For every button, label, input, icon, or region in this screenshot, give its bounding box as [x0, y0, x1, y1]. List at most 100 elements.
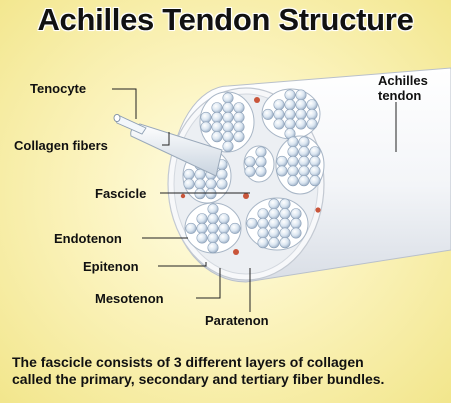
collagen-fiber: [222, 111, 234, 123]
label-endotenon: Endotenon: [54, 231, 122, 246]
collagen-fiber: [268, 237, 280, 249]
collagen-fiber: [233, 111, 245, 123]
leader-lines: [112, 88, 397, 312]
collagen-fiber: [276, 165, 288, 177]
collagen-fiber: [257, 237, 269, 249]
collagen-fiber: [222, 102, 234, 114]
collagen-fiber: [309, 175, 321, 187]
collagen-fiber: [207, 222, 219, 234]
collagen-fiber: [287, 165, 299, 177]
collagen-fiber: [194, 168, 206, 180]
collagen-fiber: [222, 131, 234, 143]
caption-line1: The fascicle consists of 3 different lay…: [12, 354, 364, 370]
collagen-fiber: [279, 208, 291, 220]
collagen-fiber: [207, 213, 219, 225]
collagen-fiber: [298, 136, 310, 148]
collagen-fiber: [273, 118, 285, 130]
collagen-fiber: [205, 188, 217, 200]
collagen-fiber: [255, 165, 267, 177]
label-achilles-tendon-line1: Achilles: [378, 73, 428, 88]
caption: The fascicle consists of 3 different lay…: [12, 354, 446, 388]
collagen-fiber: [284, 118, 296, 130]
collagen-fiber: [200, 121, 212, 133]
collagen-fiber: [200, 111, 212, 123]
collagen-fiber: [216, 178, 228, 190]
collagen-fiber: [255, 156, 267, 168]
collagen-fiber: [295, 89, 307, 101]
collagen-fiber: [295, 118, 307, 130]
label-paratenon: Paratenon: [205, 313, 269, 328]
collagen-fiber: [183, 168, 195, 180]
collagen-fiber: [276, 155, 288, 167]
label-mesotenon: Mesotenon: [95, 291, 164, 306]
collagen-fiber: [194, 178, 206, 190]
label-achilles-tendon-line2: tendon: [378, 88, 422, 103]
collagen-fiber: [244, 156, 256, 168]
collagen-fiber: [287, 146, 299, 158]
collagen-fiber: [222, 140, 234, 152]
collagen-fiber: [211, 121, 223, 133]
collagen-fiber: [211, 111, 223, 123]
collagen-fiber: [233, 102, 245, 114]
collagen-fiber: [273, 108, 285, 120]
collagen-fiber: [279, 198, 291, 210]
collagen-fiber: [218, 232, 230, 244]
collagen-fiber: [257, 217, 269, 229]
collagen-fiber: [257, 227, 269, 239]
collagen-fiber: [185, 222, 197, 234]
label-achilles-tendon: Achilles tendon: [378, 73, 428, 103]
label-epitenon: Epitenon: [83, 259, 139, 274]
collagen-fiber: [196, 222, 208, 234]
collagen-fiber: [222, 92, 234, 104]
collagen-fiber: [306, 118, 318, 130]
collagen-fiber: [268, 217, 280, 229]
caption-line2: called the primary, secondary and tertia…: [12, 371, 385, 387]
collagen-fiber: [295, 108, 307, 120]
collagen-fiber: [196, 232, 208, 244]
collagen-fiber: [290, 227, 302, 239]
collagen-fiber: [290, 217, 302, 229]
collagen-fiber: [207, 203, 219, 215]
collagen-fiber: [290, 208, 302, 220]
collagen-fiber: [196, 213, 208, 225]
collagen-fiber: [218, 222, 230, 234]
page-title: Achilles Tendon Structure: [37, 2, 414, 37]
collagen-fiber: [279, 227, 291, 239]
collagen-fiber: [262, 108, 274, 120]
collagen-fiber: [255, 146, 267, 158]
collagen-fiber: [183, 178, 195, 190]
collagen-fiber: [284, 99, 296, 111]
collagen-fiber: [244, 165, 256, 177]
collagen-fiber: [211, 131, 223, 143]
collagen-fiber: [284, 89, 296, 101]
collagen-fiber: [298, 175, 310, 187]
collagen-fiber: [229, 222, 241, 234]
collagen-fiber: [207, 242, 219, 254]
collagen-fiber: [287, 136, 299, 148]
collagen-fiber: [279, 237, 291, 249]
collagen-fiber: [207, 232, 219, 244]
collagen-fiber: [287, 175, 299, 187]
collagen-fiber: [279, 217, 291, 229]
collagen-fiber: [295, 99, 307, 111]
collagen-fiber: [268, 208, 280, 220]
label-fascicle: Fascicle: [95, 186, 147, 201]
collagen-fiber: [257, 208, 269, 220]
label-tenocyte: Tenocyte: [30, 81, 87, 96]
collagen-fiber: [298, 146, 310, 158]
collagen-fiber: [216, 168, 228, 180]
collagen-fiber: [284, 108, 296, 120]
tenocyte-tip: [113, 113, 121, 123]
collagen-fiber: [309, 155, 321, 167]
collagen-fiber: [233, 121, 245, 133]
collagen-fiber: [268, 227, 280, 239]
collagen-fiber: [246, 217, 258, 229]
collagen-fiber: [233, 131, 245, 143]
collagen-fiber: [309, 165, 321, 177]
collagen-fiber: [298, 165, 310, 177]
collagen-fiber: [287, 155, 299, 167]
collagen-fiber: [205, 178, 217, 190]
collagen-fiber: [309, 146, 321, 158]
collagen-fiber: [306, 108, 318, 120]
